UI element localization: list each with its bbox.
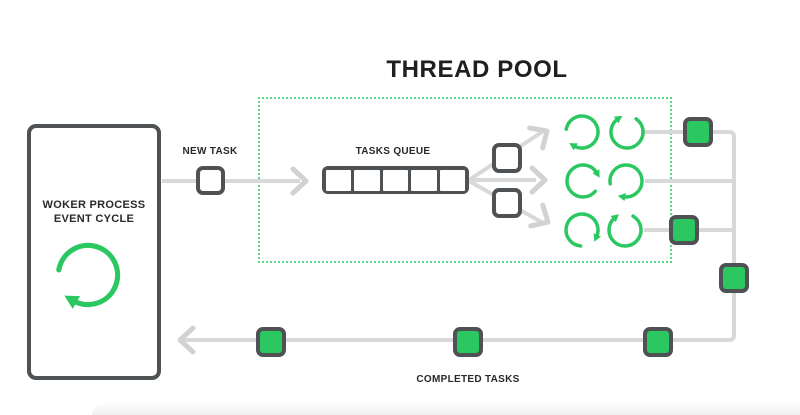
new-task-label: NEW TASK [182, 146, 238, 157]
worker-box-label-line1: WOKER PROCESS [42, 199, 146, 211]
completed-task-square [669, 215, 699, 245]
completed-task-square [683, 117, 713, 147]
queue-cell [439, 169, 466, 191]
diagram-title: THREAD POOL [386, 56, 568, 83]
completed-task-square [256, 327, 286, 357]
worker-process-box: WOKER PROCESS EVENT CYCLE [27, 124, 161, 380]
queued-task-square [492, 143, 522, 173]
bottom-edge-decoration [92, 404, 800, 415]
arrow-return-left [177, 325, 196, 355]
completed-task-square [453, 327, 483, 357]
completed-task-square [719, 263, 749, 293]
queue-cell [411, 169, 437, 191]
worker-box-label: WOKER PROCESS EVENT CYCLE [31, 198, 157, 226]
worker-box-label-line2: EVENT CYCLE [53, 213, 135, 225]
queue-cell [382, 169, 409, 191]
completed-tasks-label: COMPLETED TASKS [416, 374, 520, 385]
new-task-square [196, 166, 225, 195]
queued-task-square [492, 188, 522, 218]
completed-task-square [643, 327, 673, 357]
queue-cell [325, 169, 352, 191]
tasks-queue-label: TASKS QUEUE [355, 146, 431, 157]
queue-cell [354, 169, 380, 191]
tasks-queue [322, 166, 469, 194]
event-cycle-refresh-icon [56, 242, 121, 309]
